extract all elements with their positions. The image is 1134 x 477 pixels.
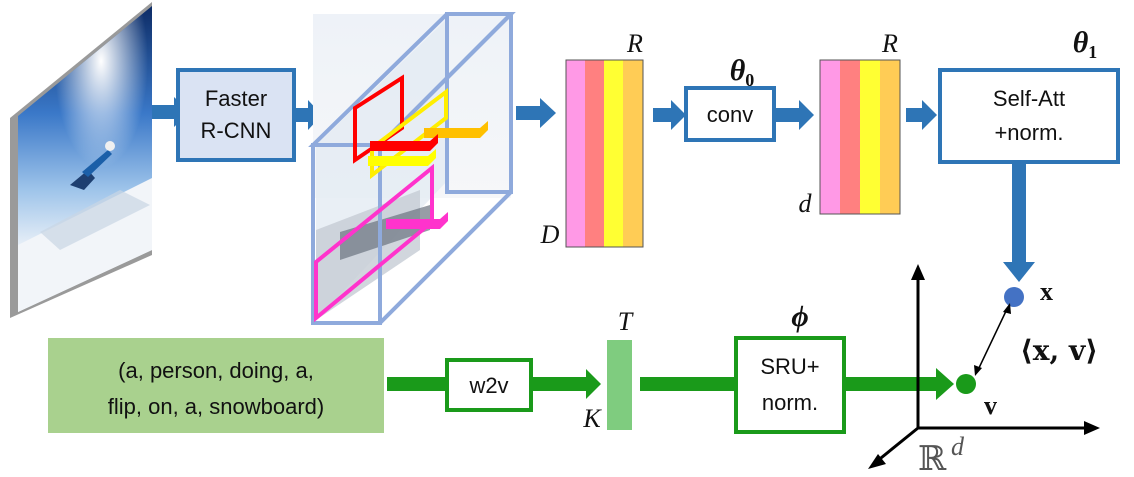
w2v-label: w2v <box>468 373 508 398</box>
reduced-matrix-dim-r: R <box>881 29 898 58</box>
region-proposal-stack <box>308 12 516 325</box>
embedding-axes <box>868 264 1100 469</box>
feature-matrix-dim-r: R <box>626 29 643 58</box>
point-x-label: x <box>1040 277 1053 306</box>
input-photo <box>10 2 152 318</box>
point-v-label: v <box>984 391 997 420</box>
svg-text:d: d <box>951 432 965 461</box>
arrow-w2v-to-matrix <box>531 369 601 399</box>
similarity-arrow <box>974 303 1011 376</box>
word-matrix-dim-t: T <box>618 307 634 336</box>
self-att-label-line2: +norm. <box>994 120 1063 145</box>
arrow-matrix-to-sru <box>640 377 734 391</box>
arrow-reduced-to-selfatt <box>906 100 937 130</box>
self-att-box: Self-Att +norm. θ1 <box>938 26 1120 164</box>
word-matrix-dim-k: K <box>582 404 602 433</box>
similarity-label: ⟨x, v⟩ <box>1020 334 1098 367</box>
svg-text:ℝ: ℝ <box>918 439 947 477</box>
faster-rcnn-label-line1: Faster <box>205 86 267 111</box>
self-att-param: θ1 <box>1073 26 1098 62</box>
caption-line1: (a, person, doing, a, <box>118 358 314 383</box>
arrow-conv-to-reduced <box>775 100 814 130</box>
w2v-box: w2v <box>445 358 533 412</box>
caption-box: (a, person, doing, a, flip, on, a, snowb… <box>48 338 384 433</box>
faster-rcnn-box: Faster R-CNN <box>176 68 296 162</box>
caption-line2: flip, on, a, snowboard) <box>108 394 324 419</box>
conv-box: conv θ0 <box>684 54 776 142</box>
word-matrix: T K <box>582 307 633 433</box>
sru-param: ϕ <box>791 300 808 333</box>
sru-label-line2: norm. <box>762 390 818 415</box>
point-v <box>956 374 976 394</box>
roi-feature-orange <box>424 121 488 138</box>
arrow-stack-to-matrix <box>516 98 556 128</box>
arrow-caption-to-w2v <box>387 377 445 391</box>
sru-box: SRU+ norm. ϕ <box>734 300 846 434</box>
arrow-matrix-to-conv <box>653 100 686 130</box>
self-att-label-line1: Self-Att <box>993 86 1065 111</box>
embedding-space-label: ℝ d <box>914 432 972 477</box>
point-x <box>1004 287 1024 307</box>
feature-matrix: R D <box>540 29 644 249</box>
region-red <box>353 74 404 164</box>
reduced-matrix-dim-d: d <box>799 189 813 218</box>
faster-rcnn-label-line2: R-CNN <box>201 118 272 143</box>
sru-label-line1: SRU+ <box>760 354 819 379</box>
arrow-selfatt-to-x <box>1003 162 1035 282</box>
roi-feature-pink <box>386 212 448 229</box>
arrow-sru-to-v <box>846 368 954 400</box>
conv-param: θ0 <box>730 54 755 90</box>
conv-label: conv <box>707 102 753 127</box>
feature-matrix-dim-d: D <box>540 220 560 249</box>
roi-feature-red <box>370 134 438 151</box>
roi-feature-yellow <box>368 149 436 166</box>
reduced-matrix: R d <box>799 29 901 218</box>
